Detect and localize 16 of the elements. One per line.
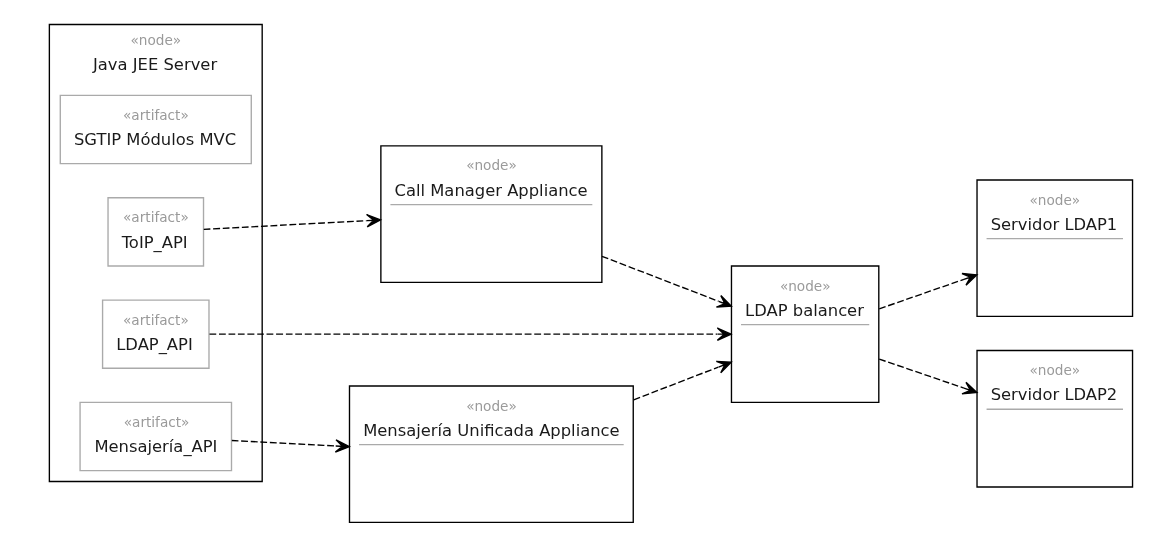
node-box: «artifact» ToIP_API: [107, 197, 205, 267]
node-box: «artifact» Mensajería_API: [79, 401, 233, 472]
arrow: [231, 439, 350, 453]
arrow: [878, 272, 978, 310]
node-box: «node» Mensajería Unificada Appliance: [348, 385, 634, 524]
arrow: [878, 358, 978, 395]
node-box: «artifact» LDAP_API: [101, 299, 210, 369]
arrow: [633, 360, 732, 401]
arrow: [203, 213, 382, 231]
node-box: «artifact» SGTIP Módulos MVC: [59, 94, 252, 165]
node-box: «node» Call Manager Appliance: [380, 145, 603, 283]
node-box: «node» LDAP balancer: [730, 265, 880, 404]
node-box: «node» Servidor LDAP1: [976, 179, 1134, 318]
arrow: [208, 327, 732, 341]
node-box: «node» Servidor LDAP2: [976, 349, 1134, 488]
arrow: [601, 255, 733, 308]
